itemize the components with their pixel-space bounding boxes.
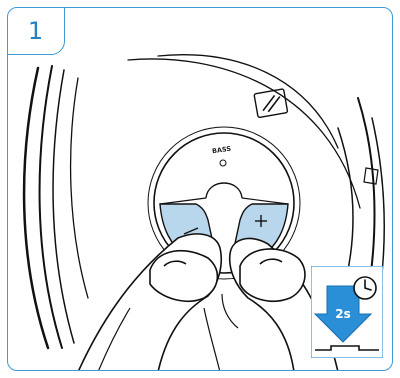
clock-icon [354, 277, 376, 299]
brand-logo [254, 89, 288, 118]
left-hand [78, 234, 221, 371]
instruction-panel: BASS 1 2s [7, 7, 393, 371]
step-badge: 1 [7, 7, 65, 55]
hold-duration-label: 2s [328, 307, 358, 321]
press-hold-indicator: 2s [311, 266, 383, 358]
step-number: 1 [28, 19, 43, 43]
